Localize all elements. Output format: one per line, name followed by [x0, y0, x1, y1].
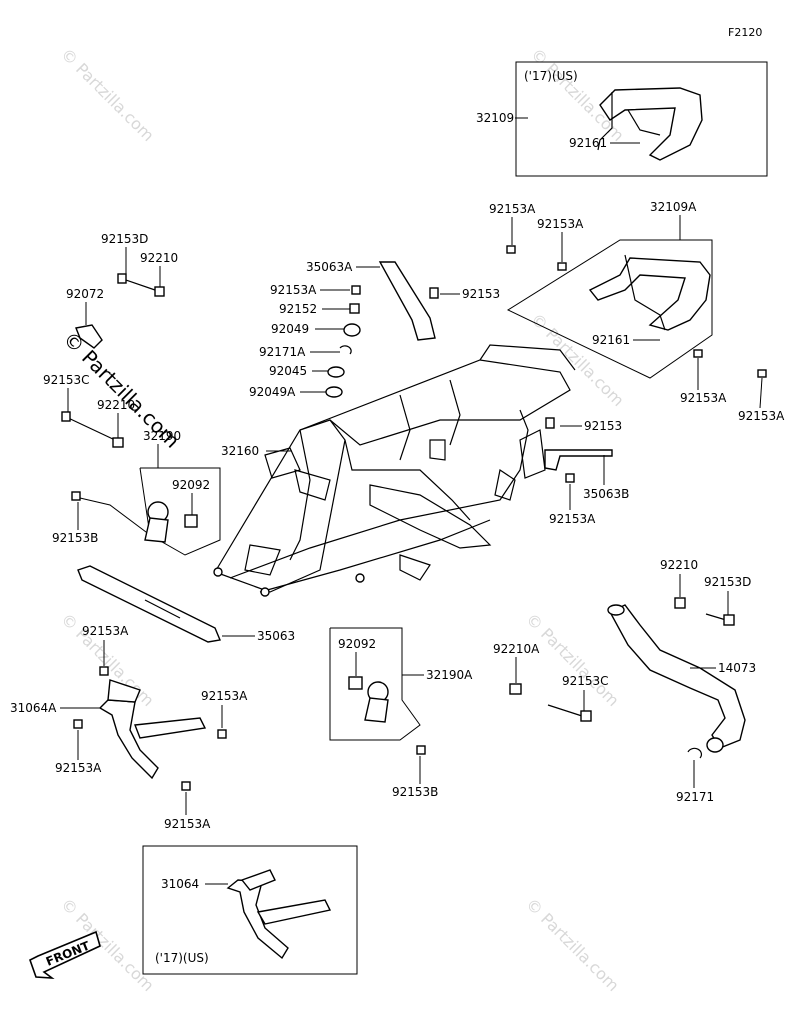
callout-92153D[interactable]: 92153D: [101, 232, 148, 246]
part-35063-rod[interactable]: [77, 565, 221, 643]
callout-32109A[interactable]: 32109A: [650, 200, 697, 214]
callout-92049A[interactable]: 92049A: [249, 385, 296, 399]
part-92049[interactable]: [343, 323, 361, 337]
part-31064A-bracket[interactable]: [98, 679, 207, 780]
watermark: © Partzilla.com: [57, 44, 158, 145]
part-92152[interactable]: [349, 303, 360, 314]
part-32190A-bracket[interactable]: [364, 681, 389, 723]
callout-92153A[interactable]: 92153A: [55, 761, 102, 775]
part-92171A-clip[interactable]: [339, 345, 352, 355]
part-14073-pipe[interactable]: [607, 604, 746, 753]
part-92153C-bolt[interactable]: [547, 704, 592, 722]
variant-box-bottom: [142, 845, 358, 975]
part-bolt-92153D[interactable]: [117, 273, 165, 297]
part-92210A-nut[interactable]: [509, 683, 522, 695]
callout-92153A[interactable]: 92153A: [270, 283, 317, 297]
callout-31064[interactable]: 31064: [161, 877, 199, 891]
callout-92153B[interactable]: 92153B: [52, 531, 98, 545]
bolt-icon: [217, 729, 227, 739]
part-92171-clip[interactable]: [687, 747, 703, 759]
callout-32190A[interactable]: 32190A: [426, 668, 473, 682]
part-92045[interactable]: [327, 366, 345, 378]
bolt-icon: [416, 745, 426, 755]
callout-32109[interactable]: 32109: [476, 111, 514, 125]
callout-92153A[interactable]: 92153A: [201, 689, 248, 703]
bolt-icon: [565, 473, 575, 483]
callout-92092[interactable]: 92092: [338, 637, 376, 651]
part-32109-grab-rail[interactable]: [597, 87, 703, 161]
callout-92153B[interactable]: 92153B: [392, 785, 438, 799]
part-92153D-bolt[interactable]: [705, 613, 735, 626]
callout-92153C[interactable]: 92153C: [562, 674, 609, 688]
variant-box-top-title: ('17)(US): [524, 69, 578, 83]
callout-92210[interactable]: 92210: [97, 398, 135, 412]
callout-92210[interactable]: 92210: [140, 251, 178, 265]
callout-92153A[interactable]: 92153A: [82, 624, 129, 638]
bolt-icon: [181, 781, 191, 791]
callout-92072[interactable]: 92072: [66, 287, 104, 301]
variant-box-bottom-title: ('17)(US): [155, 951, 209, 965]
figure-id: F2120: [728, 26, 762, 39]
bolt-icon: [71, 491, 81, 501]
callout-92153D[interactable]: 92153D: [704, 575, 751, 589]
callout-92210A[interactable]: 92210A: [493, 642, 540, 656]
callout-92092[interactable]: 92092: [172, 478, 210, 492]
callout-92161[interactable]: 92161: [592, 333, 630, 347]
part-32109A-grab-rail[interactable]: [506, 245, 767, 378]
part-32190-bracket[interactable]: [144, 501, 198, 543]
callout-92153A[interactable]: 92153A: [537, 217, 584, 231]
part-bolt-92153C[interactable]: [61, 411, 124, 448]
callout-92153A[interactable]: 92153A: [164, 817, 211, 831]
callout-32190[interactable]: 32190: [143, 429, 181, 443]
front-arrow: FRONT: [29, 930, 101, 979]
callout-92210[interactable]: 92210: [660, 558, 698, 572]
watermark: © Partzilla.com: [522, 894, 623, 995]
part-32160-main-frame[interactable]: [213, 344, 576, 597]
callout-92153A[interactable]: 92153A: [738, 409, 785, 423]
callout-92153[interactable]: 92153: [584, 419, 622, 433]
callout-35063[interactable]: 35063: [257, 629, 295, 643]
callout-92171A[interactable]: 92171A: [259, 345, 306, 359]
watermark: © Partzilla.com: [522, 609, 623, 710]
callout-92161[interactable]: 92161: [569, 136, 607, 150]
callout-35063B[interactable]: 35063B: [583, 487, 629, 501]
part-35063A-rod[interactable]: [351, 261, 439, 341]
bolt-icon: [545, 417, 555, 429]
part-31064-bracket[interactable]: [226, 869, 332, 960]
callout-92049[interactable]: 92049: [271, 322, 309, 336]
bracket-32190-leader: [79, 497, 151, 536]
callout-92153A[interactable]: 92153A: [489, 202, 536, 216]
callout-92153A[interactable]: 92153A: [549, 512, 596, 526]
callout-92045[interactable]: 92045: [269, 364, 307, 378]
callout-31064A[interactable]: 31064A: [10, 701, 57, 715]
bracket-32190A-box: [329, 627, 421, 741]
variant-box-top: [515, 61, 768, 177]
callout-92153A[interactable]: 92153A: [680, 391, 727, 405]
part-35063B-stay[interactable]: [544, 449, 613, 471]
callout-35063A[interactable]: 35063A: [306, 260, 353, 274]
part-92072[interactable]: [75, 324, 103, 349]
bolt-icon: [99, 666, 109, 676]
callout-92153[interactable]: 92153: [462, 287, 500, 301]
callout-92152[interactable]: 92152: [279, 302, 317, 316]
bolt-icon: [73, 719, 83, 729]
callout-32160[interactable]: 32160: [221, 444, 259, 458]
part-92049A[interactable]: [325, 386, 343, 398]
callout-92153C[interactable]: 92153C: [43, 373, 90, 387]
part-92210-nut[interactable]: [674, 597, 686, 609]
part-92092[interactable]: [348, 676, 363, 690]
callout-14073[interactable]: 14073: [718, 661, 756, 675]
callout-92171[interactable]: 92171: [676, 790, 714, 804]
